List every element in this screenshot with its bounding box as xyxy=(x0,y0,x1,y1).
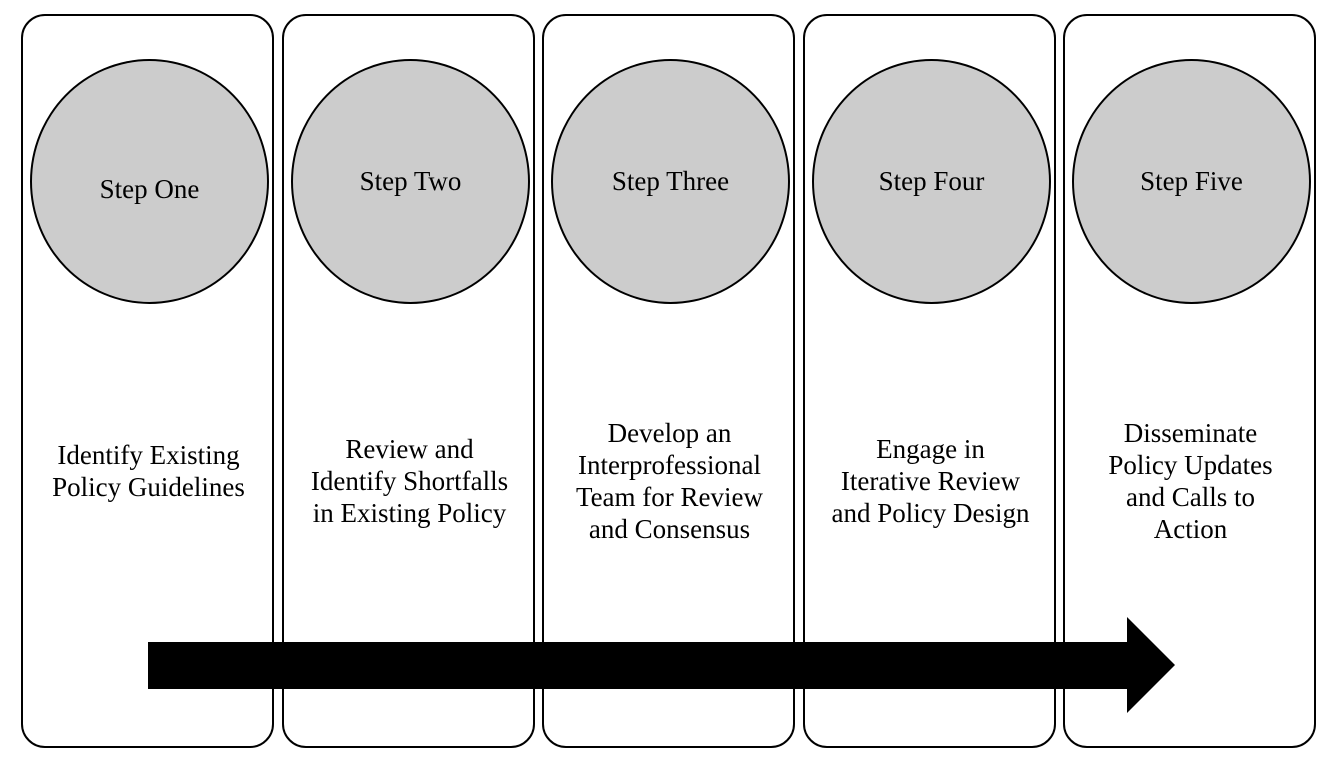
step-text-five: Disseminate Policy Updates and Calls to … xyxy=(1071,356,1310,606)
step-circle-four: Step Four xyxy=(812,59,1051,304)
step-label-four: Step Four xyxy=(878,166,985,196)
step-circle-five: Step Five xyxy=(1072,59,1311,304)
step-label-one: Step One xyxy=(99,174,200,204)
step-circle-one: Step One xyxy=(30,59,269,304)
step-label-two: Step Two xyxy=(359,166,462,196)
step-description-four: Engage in Iterative Review and Policy De… xyxy=(831,434,1030,528)
step-circle-three: Step Three xyxy=(551,59,790,304)
step-text-one: Identify Existing Policy Guidelines xyxy=(29,346,268,596)
step-panel-three: Step Three Develop an Interprofessional … xyxy=(542,14,795,748)
step-description-two: Review and Identify Shortfalls in Existi… xyxy=(310,434,509,528)
step-panel-five: Step Five Disseminate Policy Updates and… xyxy=(1063,14,1316,748)
step-text-two: Review and Identify Shortfalls in Existi… xyxy=(290,356,529,606)
step-label-three: Step Three xyxy=(611,166,730,196)
step-panel-four: Step Four Engage in Iterative Review and… xyxy=(803,14,1056,748)
step-panel-two: Step Two Review and Identify Shortfalls … xyxy=(282,14,535,748)
step-description-one: Identify Existing Policy Guidelines xyxy=(52,440,245,502)
step-label-five: Step Five xyxy=(1140,166,1243,196)
step-panel-one: Step One Identify Existing Policy Guidel… xyxy=(21,14,274,748)
step-description-three: Develop an Interprofessional Team for Re… xyxy=(575,418,764,544)
step-text-three: Develop an Interprofessional Team for Re… xyxy=(550,356,789,606)
step-circle-two: Step Two xyxy=(291,59,530,304)
step-text-four: Engage in Iterative Review and Policy De… xyxy=(811,356,1050,606)
step-description-five: Disseminate Policy Updates and Calls to … xyxy=(1108,418,1273,544)
